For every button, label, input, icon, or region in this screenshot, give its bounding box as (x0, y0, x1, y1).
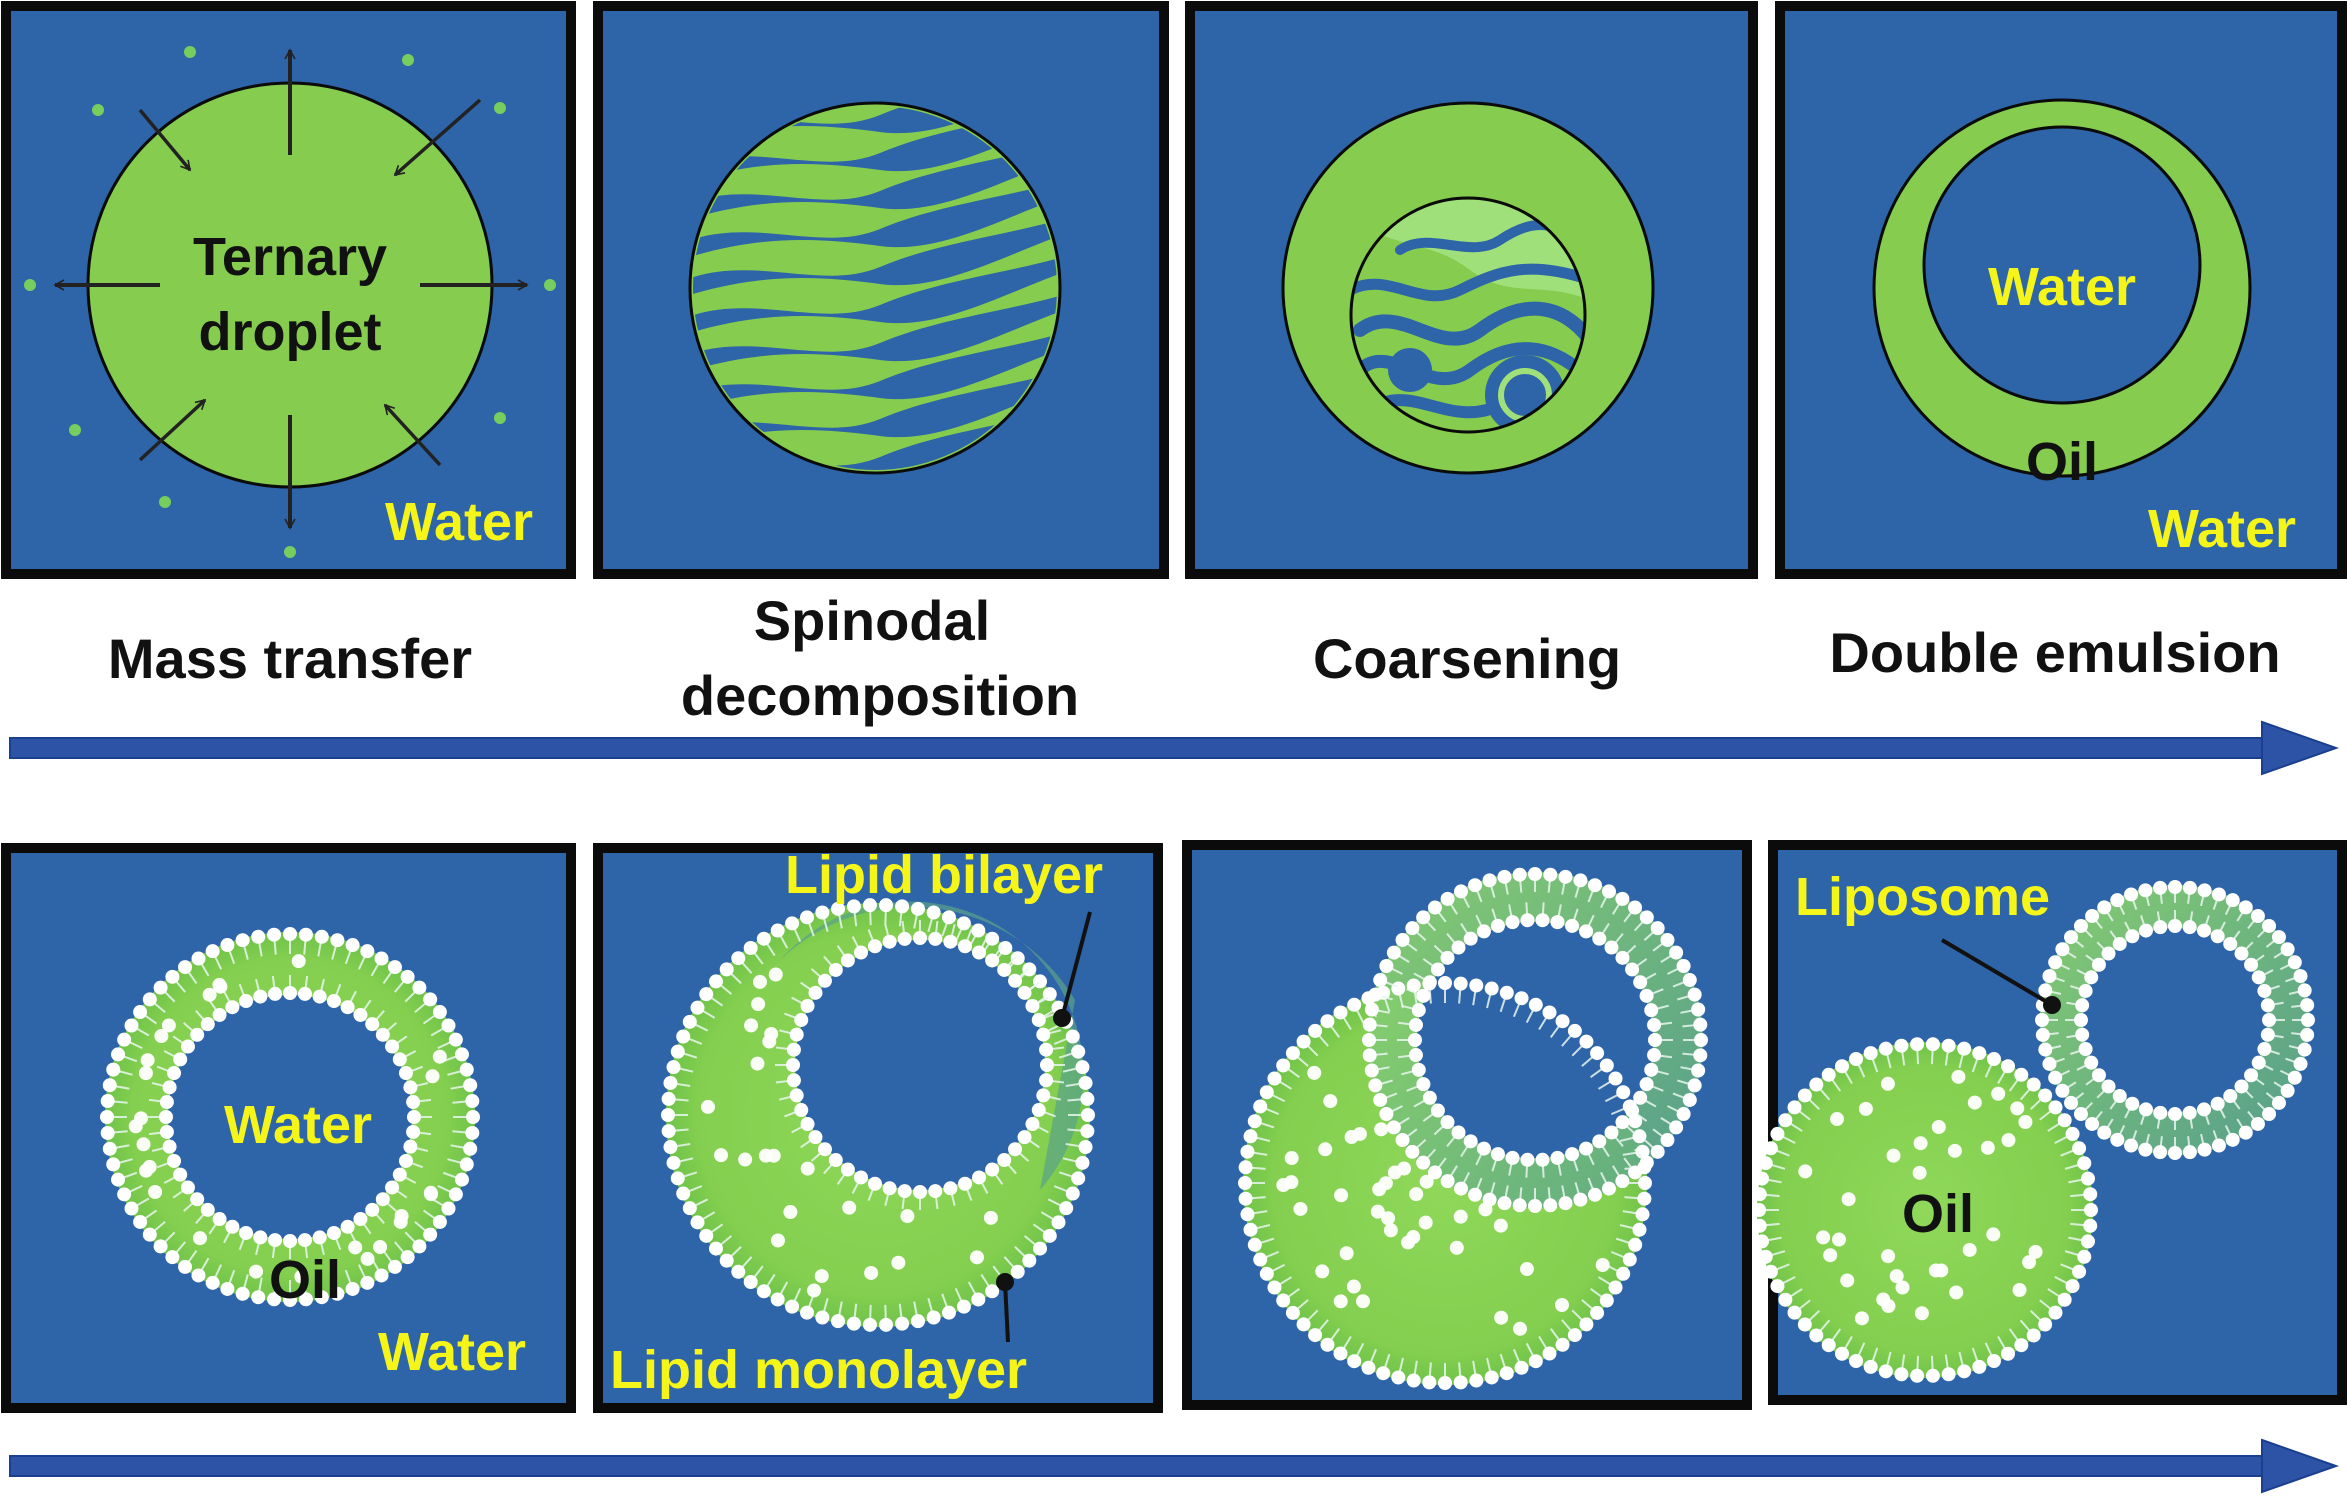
inner-water-core (795, 940, 1045, 1190)
arrow-out-icon (53, 48, 529, 530)
water-label: Water (385, 492, 533, 552)
oil-label: Oil (1902, 1184, 1974, 1244)
liposome-pointer-dot (2043, 996, 2061, 1014)
panel-lipid-double-emulsion: Water Oil Water (1, 843, 576, 1413)
inner-water-label: Water (1988, 257, 2136, 317)
panel-double-emulsion: Water Oil Water (1775, 1, 2347, 579)
monolayer-pointer-dot (996, 1273, 1014, 1291)
liposome-label: Liposome (1795, 867, 2050, 927)
bilayer-region (780, 901, 1084, 1190)
panel-coarsening (1185, 1, 1758, 579)
lipid-monolayers (100, 927, 480, 1307)
lipid-monolayer-label: Lipid monolayer (610, 1340, 1027, 1400)
inner-water-core (1922, 125, 2202, 405)
diffusing-dots (24, 46, 556, 558)
liposome-core (2083, 928, 2267, 1112)
water-label: Water (378, 1322, 526, 1382)
inner-water-label: Water (224, 1095, 372, 1155)
bilayer-leader-line (1060, 911, 1092, 1019)
oil-droplet (1757, 1042, 2093, 1378)
droplet-label-line1: Ternary (193, 227, 387, 287)
lipid-layers (661, 898, 1095, 1332)
process-arrow-icon (9, 720, 2340, 776)
caption-spinodal-line2: decomposition (681, 664, 1079, 727)
lipid-bilayer-label: Lipid bilayer (785, 845, 1103, 905)
inner-water-core (168, 995, 412, 1239)
caption-mass-transfer: Mass transfer (108, 627, 472, 690)
core-boundary (1349, 196, 1587, 434)
panel-mass-transfer: Ternary droplet Water (1, 1, 576, 579)
panel-budding (1182, 840, 1752, 1410)
water-label: Water (2148, 499, 2296, 559)
lipid-layers (1752, 880, 2315, 1383)
arrow-in-icon (138, 98, 482, 467)
droplet-label-line2: droplet (199, 302, 382, 362)
oil-label: Oil (2026, 432, 2098, 492)
caption-spinodal-line1: Spinodal (754, 589, 990, 652)
monolayer-leader-line (1003, 1281, 1010, 1343)
process-arrow-icon (9, 1438, 2340, 1494)
panel-spinodal-decomposition (593, 1, 1169, 579)
caption-coarsening: Coarsening (1313, 627, 1621, 690)
oil-label: Oil (269, 1250, 341, 1310)
bilayer-pointer-dot (1053, 1009, 1071, 1027)
liposome-leader-line (1940, 938, 2054, 1007)
lipid-layers (1238, 867, 1708, 1390)
panel-liposome-release: Liposome Oil (1752, 840, 2347, 1405)
caption-double-emulsion: Double emulsion (1829, 621, 2280, 684)
panel-lipid-bilayer-formation: Lipid bilayer Lipid monolayer (593, 843, 1163, 1413)
